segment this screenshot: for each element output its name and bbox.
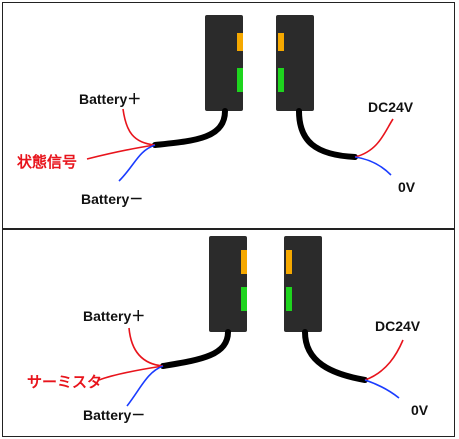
dc24v-label: DC24V [368, 99, 414, 115]
thermistor-wire-icon [98, 365, 164, 381]
battery-plus-label: Battery＋ [79, 91, 142, 107]
left-led-orange-icon [237, 33, 243, 51]
bottom-panel: Battery＋ サーミスタ Battery－ DC24V 0V [2, 229, 455, 437]
battery-minus-label: Battery－ [81, 191, 144, 207]
bottom-wiring-diagram [98, 236, 404, 407]
dc24v-wire-icon [364, 339, 404, 381]
right-sensor-body-icon [284, 236, 322, 332]
zero-v-wire-icon [354, 156, 392, 176]
battery-plus-wire-icon [122, 108, 156, 146]
dc24v-wire-icon [354, 118, 394, 158]
battery-minus-wire-icon [126, 365, 164, 407]
top-wiring-diagram [86, 15, 394, 182]
zero-v-label: 0V [411, 402, 429, 418]
left-sensor-body-icon [205, 15, 243, 111]
battery-minus-label: Battery－ [83, 407, 146, 423]
battery-minus-wire-icon [118, 144, 156, 182]
left-led-green-icon [237, 68, 243, 92]
left-led-orange-icon [241, 250, 247, 274]
right-cable-icon [302, 329, 368, 383]
right-cable-icon [296, 108, 358, 160]
signal-wire-icon [86, 144, 156, 160]
right-led-orange-icon [278, 33, 284, 51]
zero-v-label: 0V [398, 179, 416, 195]
right-led-orange-icon [286, 250, 292, 274]
right-sensor-body-icon [276, 15, 314, 111]
right-led-green-icon [278, 68, 284, 92]
right-led-green-icon [286, 287, 292, 311]
top-panel: Battery＋ 状態信号 Battery－ DC24V 0V [2, 2, 455, 229]
dc24v-label: DC24V [375, 318, 421, 334]
left-led-green-icon [241, 287, 247, 311]
left-cable-icon [152, 108, 228, 148]
thermistor-label: サーミスタ [27, 374, 103, 391]
battery-plus-label: Battery＋ [83, 308, 146, 324]
signal-label: 状態信号 [17, 154, 78, 171]
zero-v-wire-icon [364, 379, 400, 399]
left-sensor-body-icon [209, 236, 247, 332]
battery-plus-wire-icon [128, 327, 164, 367]
left-cable-icon [160, 329, 231, 369]
